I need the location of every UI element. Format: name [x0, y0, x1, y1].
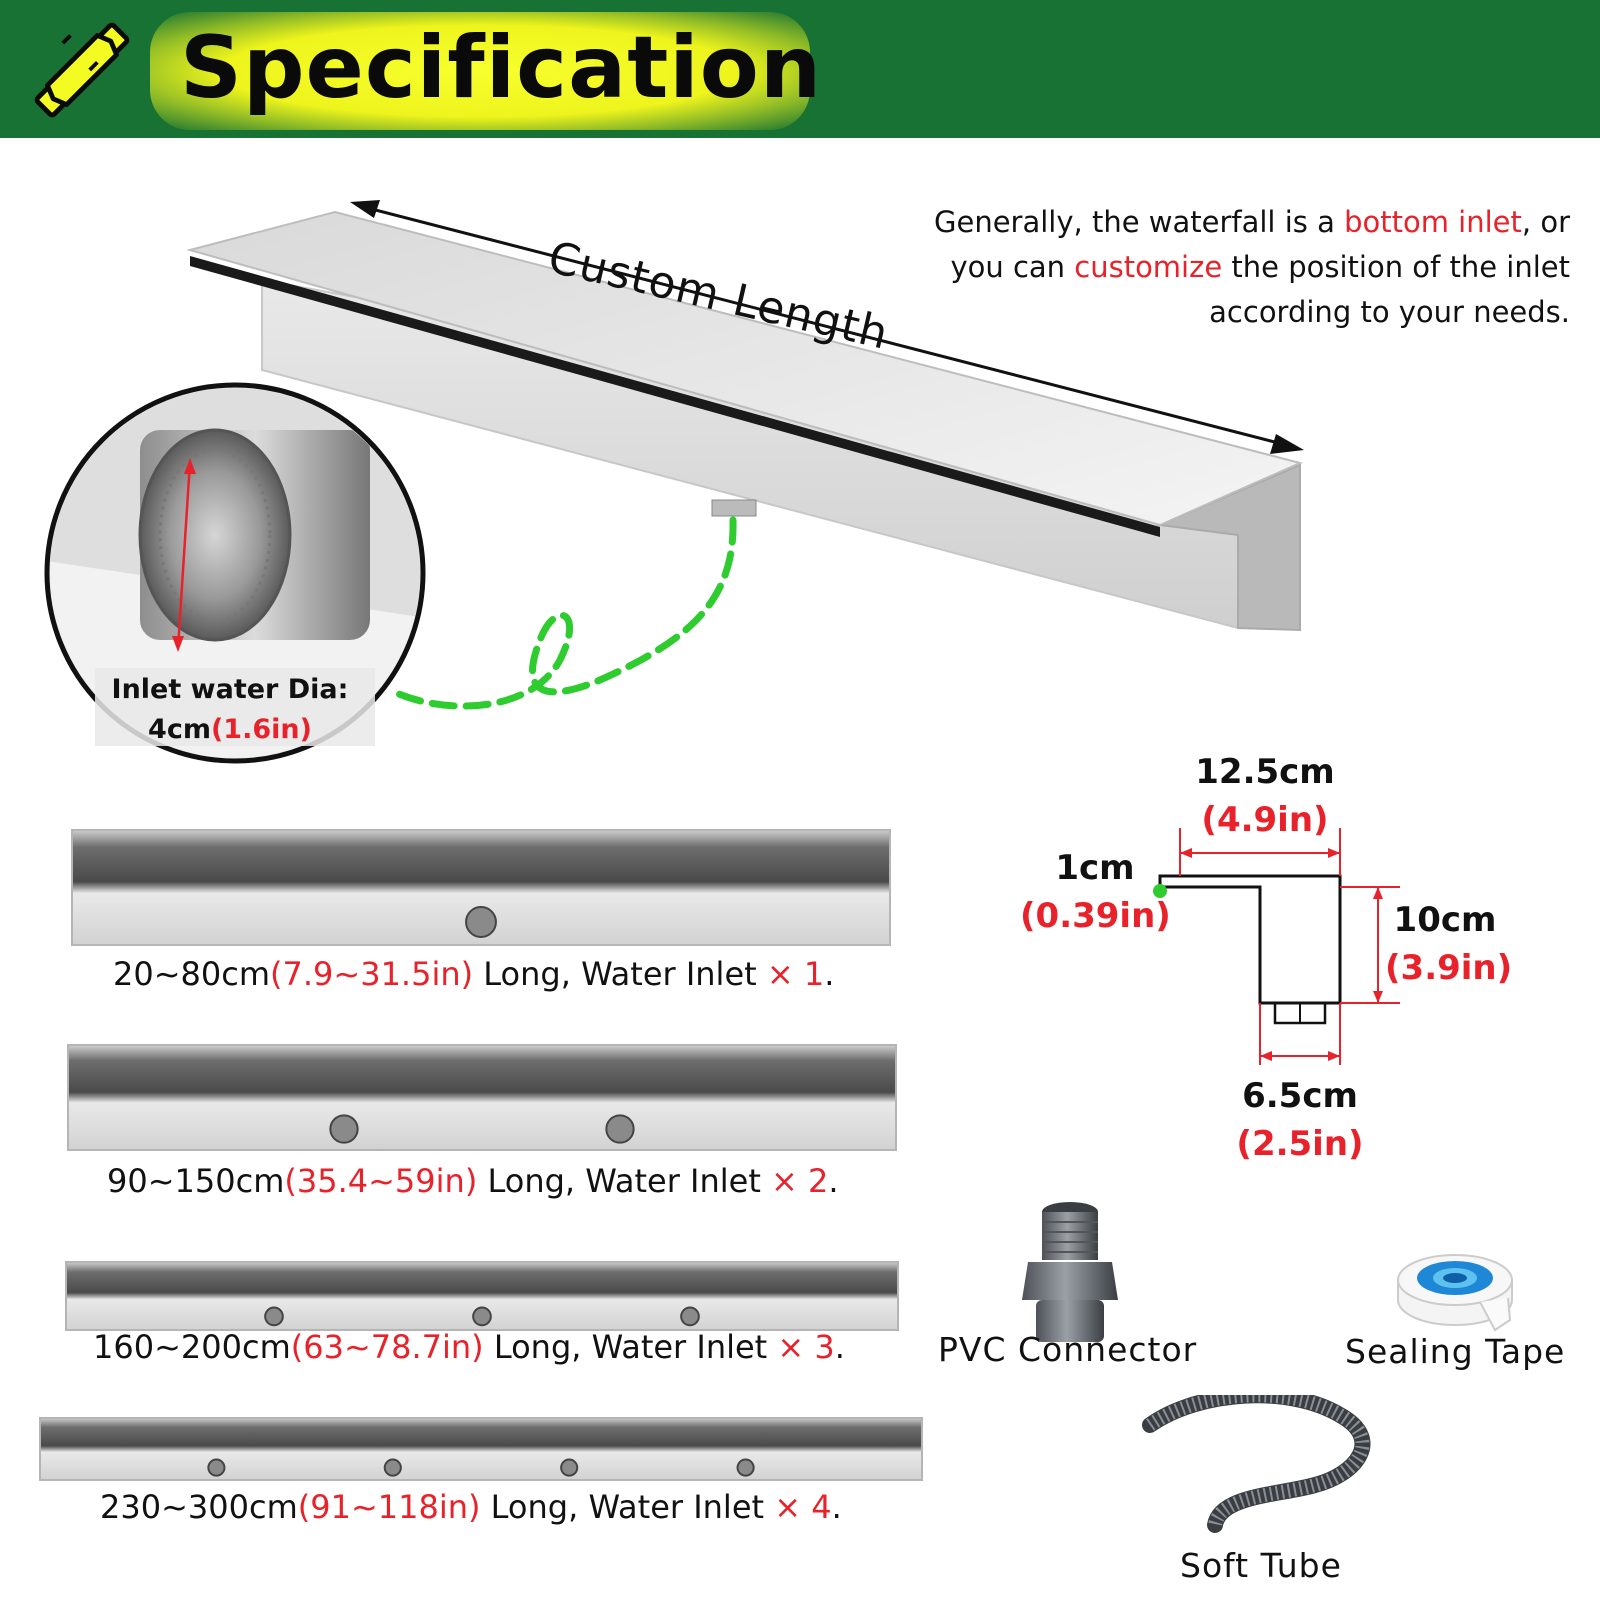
intro-highlight-bottom-inlet: bottom inlet [1344, 205, 1522, 239]
waterfall-top [186, 210, 1304, 527]
inlet-metric: 4cm [148, 714, 211, 745]
soft-tube-label: Soft Tube [1180, 1546, 1342, 1585]
arrow-right-head-icon [1270, 434, 1304, 454]
variant-3-length: 160~200cm [93, 1328, 291, 1366]
variant-bar-4 [39, 1417, 923, 1481]
page-title: Specification [180, 18, 823, 118]
dim-lip-metric: 1cm [1055, 848, 1135, 888]
dim-width-imperial: (4.9in) [1201, 800, 1329, 840]
dim-base-imperial: (2.5in) [1236, 1124, 1364, 1164]
inlet-label-title: Inlet water Dia: [111, 674, 349, 705]
cross-section-profile [1158, 874, 1342, 1005]
pencil-ruler-icon [34, 22, 130, 118]
variant-4-length: 230~300cm [100, 1488, 298, 1526]
variant-1-imperial: (7.9~31.5in) [270, 955, 474, 993]
variant-4-end: . [831, 1488, 842, 1526]
water-inlet-hole [472, 1306, 492, 1327]
dim-width: 12.5cm (4.9in) [1185, 748, 1345, 844]
intro-part-1: Generally, the waterfall is a [934, 205, 1345, 239]
variant-2-text: Long, Water Inlet [477, 1162, 772, 1200]
arrow-left-head-icon [350, 200, 380, 218]
intro-text: Generally, the waterfall is a bottom inl… [890, 200, 1570, 335]
dim-width-metric: 12.5cm [1195, 752, 1335, 792]
water-inlet-hole [264, 1306, 284, 1327]
dim-lip: 1cm (0.39in) [1020, 844, 1171, 940]
intro-part-2: , or you can [950, 205, 1570, 284]
variant-1-end: . [824, 955, 835, 993]
water-inlet-hole [560, 1458, 579, 1477]
sealing-tape-label: Sealing Tape [1345, 1332, 1566, 1371]
variant-label-2: 90~150cm(35.4~59in) Long, Water Inlet × … [107, 1162, 839, 1200]
variant-2-imperial: (35.4~59in) [284, 1162, 478, 1200]
waterfall-spout-slot [190, 256, 1160, 537]
pvc-connector-icon [1022, 1202, 1118, 1342]
variant-3-end: . [834, 1328, 845, 1366]
variant-3-text: Long, Water Inlet [483, 1328, 778, 1366]
variant-label-3: 160~200cm(63~78.7in) Long, Water Inlet ×… [93, 1328, 845, 1366]
dim-height: 10cm (3.9in) [1385, 896, 1513, 992]
variant-4-count: × 4 [774, 1488, 832, 1526]
dim-height-imperial: (3.9in) [1385, 948, 1513, 988]
variant-2-length: 90~150cm [107, 1162, 285, 1200]
inlet-label-value: 4cm(1.6in) [100, 710, 360, 750]
inlet-diameter-label: Inlet water Dia: 4cm(1.6in) [100, 670, 360, 750]
variant-2-count: × 2 [771, 1162, 829, 1200]
waterfall-end-face [1156, 463, 1301, 632]
intro-highlight-customize: customize [1074, 250, 1223, 284]
inlet-diameter-line [176, 461, 192, 649]
bottom-inlet-stub [711, 499, 757, 517]
intro-part-3: the position of the inlet according to y… [1209, 250, 1570, 329]
variant-3-imperial: (63~78.7in) [290, 1328, 484, 1366]
variant-bars [39, 829, 923, 1481]
dim-height-metric: 10cm [1393, 900, 1497, 940]
dim-lip-imperial: (0.39in) [1020, 896, 1171, 936]
variant-1-text: Long, Water Inlet [473, 955, 767, 993]
variant-1-length: 20~80cm [113, 955, 271, 993]
variant-label-1: 20~80cm(7.9~31.5in) Long, Water Inlet × … [113, 955, 834, 993]
variant-label-4: 230~300cm(91~118in) Long, Water Inlet × … [100, 1488, 842, 1526]
waterfall-main-illustration [44, 200, 1304, 764]
diameter-arrow-bottom-icon [172, 636, 184, 652]
water-inlet-hole [329, 1114, 359, 1144]
water-inlet-hole [465, 906, 497, 938]
variant-3-count: × 3 [777, 1328, 835, 1366]
diameter-arrow-top-icon [184, 458, 196, 474]
title-highlight [150, 12, 810, 130]
water-inlet-hole [736, 1458, 755, 1477]
water-inlet-hole [605, 1114, 635, 1144]
water-inlet-hole [207, 1458, 226, 1477]
dim-base: 6.5cm (2.5in) [1225, 1072, 1375, 1168]
variant-4-imperial: (91~118in) [297, 1488, 481, 1526]
variant-bar-2 [67, 1044, 897, 1151]
cross-section-diagram [1153, 828, 1400, 1065]
variant-2-end: . [828, 1162, 839, 1200]
inlet-imperial: (1.6in) [210, 714, 312, 745]
water-inlet-hole [680, 1306, 700, 1327]
lip-marker-icon [1153, 884, 1167, 898]
water-inlet-hole [383, 1458, 402, 1477]
pvc-connector-label: PVC Connector [938, 1330, 1198, 1369]
variant-1-count: × 1 [766, 955, 825, 993]
dim-base-metric: 6.5cm [1242, 1076, 1358, 1116]
sealing-tape-icon [1397, 1254, 1513, 1332]
inlet-leader-line [386, 516, 737, 710]
length-arrow-line [359, 204, 1291, 448]
soft-tube-icon [1142, 1395, 1371, 1533]
variant-4-text: Long, Water Inlet [480, 1488, 775, 1526]
